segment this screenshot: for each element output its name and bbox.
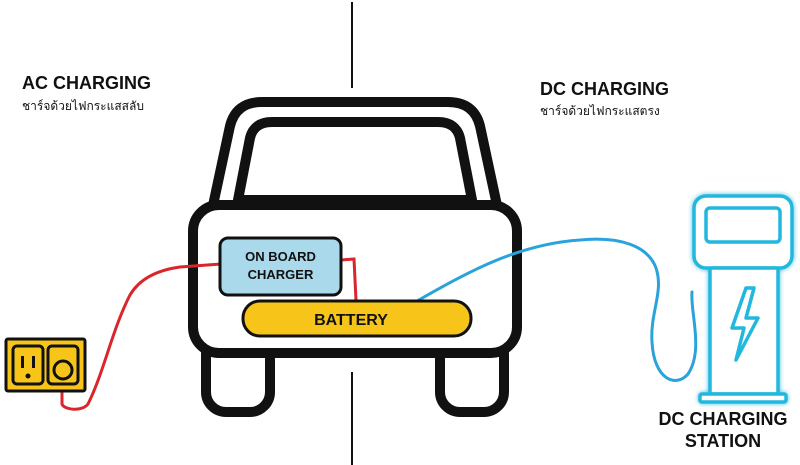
car-windshield xyxy=(233,117,477,205)
dc-station-label: DC CHARGING STATION xyxy=(648,408,798,452)
lightning-bolt-icon xyxy=(730,286,760,362)
charger-label-line2: CHARGER xyxy=(248,267,314,282)
charger-battery-link xyxy=(339,257,358,302)
charger-label-line1: ON BOARD xyxy=(245,249,316,264)
ac-cable xyxy=(60,262,223,411)
wall-outlet-icon xyxy=(4,337,87,393)
dc-charging-station-icon xyxy=(692,194,794,404)
battery: BATTERY xyxy=(241,299,473,338)
ac-charging-title: AC CHARGING xyxy=(22,73,151,93)
battery-label: BATTERY xyxy=(314,312,388,329)
ac-charging-subtitle: ชาร์จด้วยไฟกระแสสลับ xyxy=(22,99,144,113)
on-board-charger: ON BOARD CHARGER xyxy=(218,236,343,297)
dc-charging-subtitle: ชาร์จด้วยไฟกระแสตรง xyxy=(540,104,660,118)
dc-station-label-line1: DC CHARGING xyxy=(658,409,788,429)
dc-charging-title: DC CHARGING xyxy=(540,79,669,99)
dc-cable xyxy=(410,237,698,382)
dc-station-label-line2: STATION xyxy=(684,431,762,451)
